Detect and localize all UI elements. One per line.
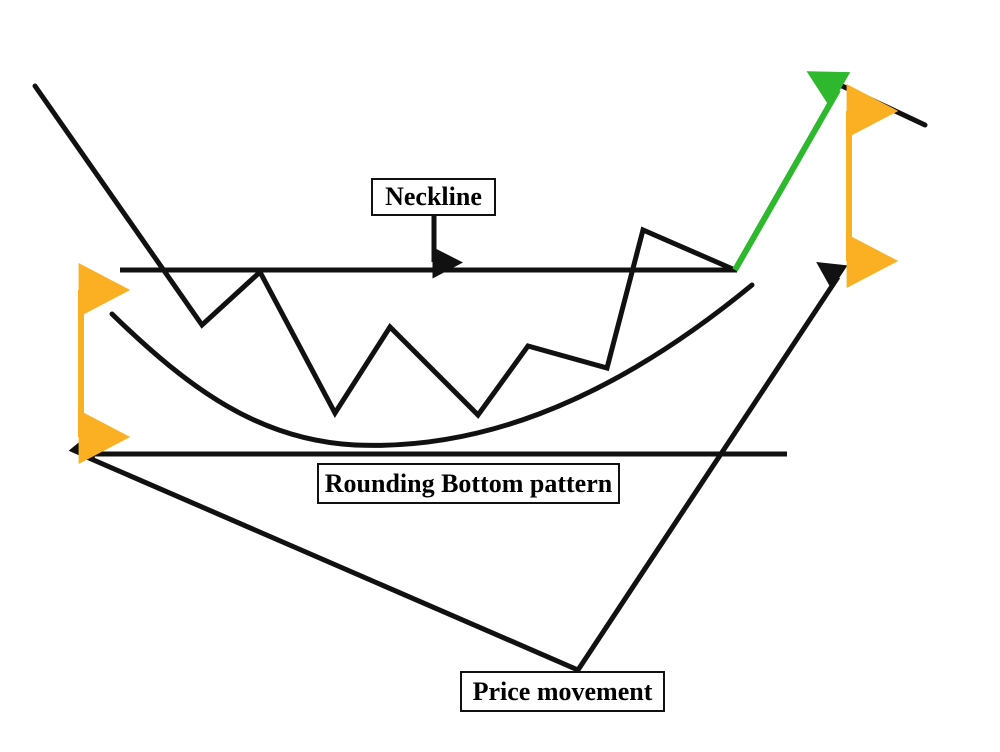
price-movement-path (68, 261, 848, 674)
rounding-bottom-curve (109, 282, 755, 448)
label-rounding-bottom-text: Rounding Bottom pattern (324, 468, 613, 498)
breakout-arrow (732, 71, 851, 272)
label-price-movement: Price movement (460, 671, 665, 712)
label-price-movement-text: Price movement (472, 676, 653, 706)
price-action-line (32, 83, 738, 419)
label-rounding-bottom: Rounding Bottom pattern (317, 463, 620, 504)
label-neckline-text: Neckline (385, 182, 482, 211)
post-breakout-line (837, 82, 928, 128)
label-neckline: Neckline (371, 178, 496, 216)
